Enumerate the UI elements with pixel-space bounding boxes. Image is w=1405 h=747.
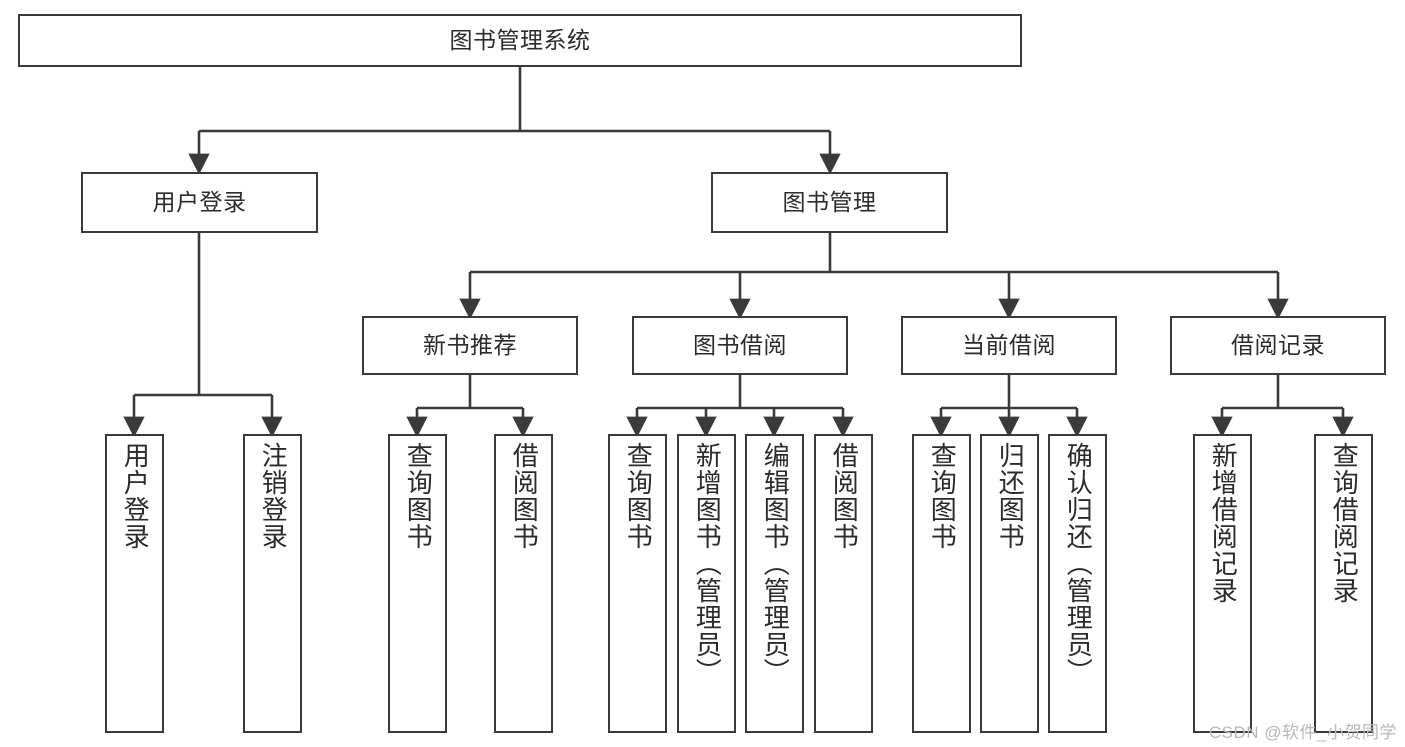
node-current-borrow[interactable]: 当前借阅 bbox=[901, 316, 1117, 375]
leaf-borrow-book-2-label: 借阅图书 bbox=[829, 442, 860, 550]
leaf-add-borrow-record[interactable]: 新增借阅记录 bbox=[1193, 434, 1252, 733]
leaf-query-book-3[interactable]: 查询图书 bbox=[912, 434, 971, 733]
node-borrow-record[interactable]: 借阅记录 bbox=[1170, 316, 1386, 375]
leaf-user-login-label: 用户登录 bbox=[120, 442, 151, 550]
leaf-logout-login[interactable]: 注销登录 bbox=[243, 434, 302, 733]
leaf-query-borrow-record-label: 查询借阅记录 bbox=[1329, 442, 1360, 604]
leaf-confirm-return-label: 确认归还（管理员） bbox=[1063, 442, 1094, 685]
watermark-text: CSDN @软件_小贺同学 bbox=[1208, 723, 1397, 742]
leaf-edit-book-label: 编辑图书（管理员） bbox=[760, 442, 791, 685]
leaf-query-book-2[interactable]: 查询图书 bbox=[608, 434, 667, 733]
node-user-login-label: 用户登录 bbox=[152, 188, 247, 215]
leaf-query-book-2-label: 查询图书 bbox=[623, 442, 654, 550]
node-new-book-recommend-label: 新书推荐 bbox=[423, 331, 517, 358]
leaf-query-book-3-label: 查询图书 bbox=[927, 442, 958, 550]
node-root-label: 图书管理系统 bbox=[449, 26, 591, 53]
leaf-borrow-book-1-label: 借阅图书 bbox=[509, 442, 540, 550]
node-user-login[interactable]: 用户登录 bbox=[81, 172, 318, 233]
node-current-borrow-label: 当前借阅 bbox=[962, 331, 1056, 358]
node-root[interactable]: 图书管理系统 bbox=[18, 14, 1022, 67]
leaf-return-book[interactable]: 归还图书 bbox=[980, 434, 1039, 733]
leaf-confirm-return[interactable]: 确认归还（管理员） bbox=[1048, 434, 1107, 733]
leaf-add-borrow-record-label: 新增借阅记录 bbox=[1208, 442, 1239, 604]
node-book-borrow[interactable]: 图书借阅 bbox=[632, 316, 848, 375]
node-new-book-recommend[interactable]: 新书推荐 bbox=[362, 316, 578, 375]
node-book-management[interactable]: 图书管理 bbox=[711, 172, 948, 233]
leaf-borrow-book-2[interactable]: 借阅图书 bbox=[814, 434, 873, 733]
leaf-edit-book[interactable]: 编辑图书（管理员） bbox=[745, 434, 804, 733]
leaf-user-login[interactable]: 用户登录 bbox=[105, 434, 164, 733]
leaf-query-book-1[interactable]: 查询图书 bbox=[388, 434, 447, 733]
leaf-add-book-label: 新增图书（管理员） bbox=[692, 442, 723, 685]
node-book-borrow-label: 图书借阅 bbox=[693, 331, 787, 358]
node-book-management-label: 图书管理 bbox=[782, 188, 877, 215]
leaf-return-book-label: 归还图书 bbox=[995, 442, 1026, 550]
leaf-borrow-book-1[interactable]: 借阅图书 bbox=[494, 434, 553, 733]
leaf-logout-login-label: 注销登录 bbox=[258, 442, 289, 550]
leaf-query-borrow-record[interactable]: 查询借阅记录 bbox=[1314, 434, 1373, 733]
node-borrow-record-label: 借阅记录 bbox=[1231, 331, 1325, 358]
leaf-add-book[interactable]: 新增图书（管理员） bbox=[677, 434, 736, 733]
leaf-query-book-1-label: 查询图书 bbox=[403, 442, 434, 550]
